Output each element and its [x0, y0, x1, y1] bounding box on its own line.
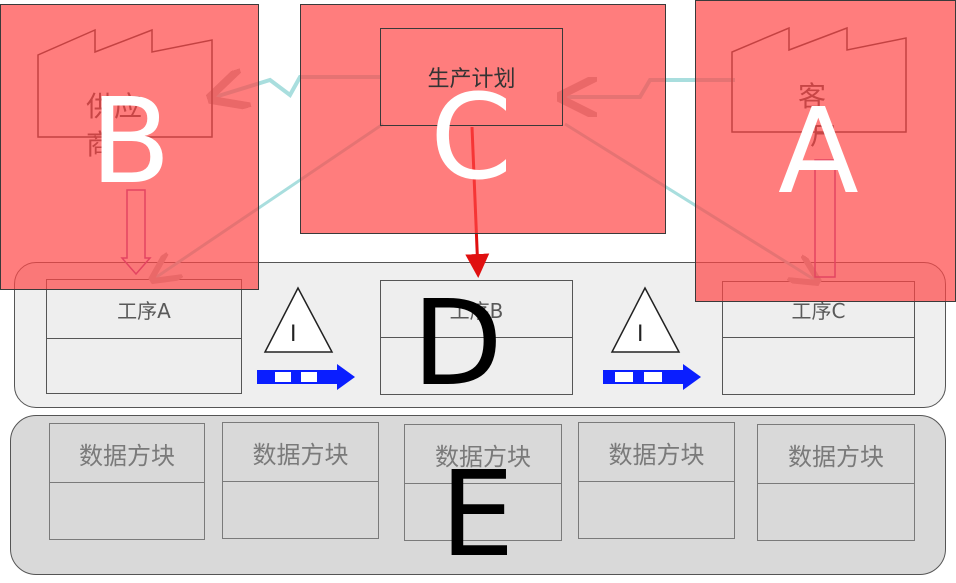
production-plan-box[interactable]: 生产计划 — [380, 28, 563, 126]
data-block-3-label: 数据方块 — [435, 442, 531, 471]
data-block-5[interactable]: 数据方块 — [757, 424, 915, 484]
inventory-triangle-1 — [263, 286, 334, 353]
highlight-region-a[interactable] — [695, 0, 956, 302]
data-block-3-body — [404, 483, 562, 541]
data-block-3[interactable]: 数据方块 — [404, 424, 562, 484]
process-b-data-box — [380, 337, 573, 395]
process-b-label: 工序B — [449, 298, 504, 323]
push-arrow-1 — [257, 364, 355, 390]
inventory-marker-1: I — [290, 322, 297, 347]
inventory-marker-2: I — [637, 322, 644, 347]
region-label-e: E — [440, 445, 515, 583]
data-block-1-label: 数据方块 — [79, 441, 175, 470]
production-plan-label: 生产计划 — [427, 67, 516, 92]
data-block-1[interactable]: 数据方块 — [49, 423, 205, 483]
push-arrow-2 — [603, 364, 701, 390]
data-block-5-label: 数据方块 — [788, 442, 884, 471]
data-block-5-body — [757, 483, 915, 541]
region-label-a: A — [778, 82, 859, 220]
region-label-b: B — [90, 72, 171, 210]
process-b-box[interactable]: 工序B — [380, 280, 573, 338]
highlight-region-c[interactable] — [300, 4, 666, 234]
process-a-data-box — [46, 338, 242, 394]
data-block-2-body — [222, 481, 379, 539]
region-label-d: D — [412, 274, 503, 412]
data-block-4-label: 数据方块 — [608, 440, 705, 469]
data-block-4-body — [578, 481, 735, 539]
region-label-c: C — [430, 68, 513, 206]
data-block-4[interactable]: 数据方块 — [578, 422, 735, 482]
data-block-2[interactable]: 数据方块 — [222, 422, 379, 482]
inventory-triangle-2 — [610, 286, 681, 353]
process-a-label: 工序A — [117, 298, 171, 323]
data-block-2-label: 数据方块 — [252, 440, 349, 469]
process-c-data-box — [722, 337, 915, 395]
data-block-1-body — [49, 482, 205, 540]
process-c-label: 工序C — [791, 299, 846, 323]
highlight-region-b[interactable] — [0, 4, 259, 290]
